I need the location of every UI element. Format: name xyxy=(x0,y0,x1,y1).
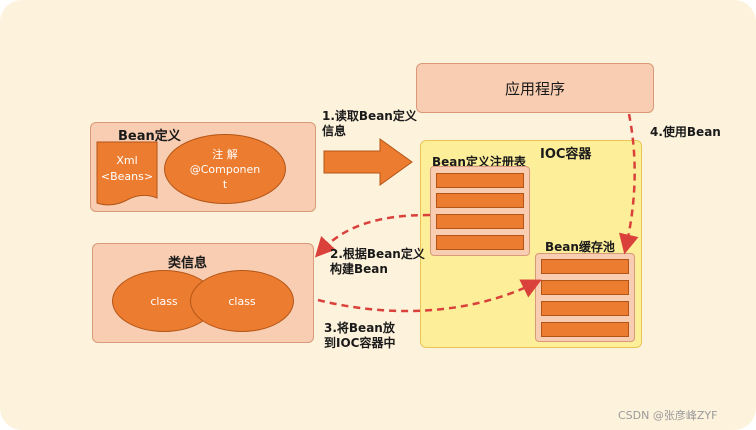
bean-pool-entry xyxy=(541,301,629,316)
step4-label: 4.使用Bean xyxy=(650,125,721,139)
step1-label: 1.读取Bean定义 信息 xyxy=(322,109,417,139)
annotation-line-3: t xyxy=(222,177,228,191)
class-left-label: class xyxy=(150,294,178,308)
xml-line-1: Xml xyxy=(116,154,138,167)
annotation-line-2: @Componen xyxy=(189,162,261,176)
registry-entry xyxy=(436,235,524,250)
class-ellipse-right: class xyxy=(190,270,294,332)
ioc-container-title: IOC容器 xyxy=(540,147,592,162)
step1-line-1: 1.读取Bean定义 xyxy=(322,109,417,123)
step3-line-1: 3.将Bean放 xyxy=(324,321,395,335)
application-title: 应用程序 xyxy=(504,79,565,98)
bean-definition-title: Bean定义 xyxy=(118,129,181,144)
application-box: 应用程序 xyxy=(416,63,654,113)
xml-line-2: <Beans> xyxy=(100,170,154,183)
bean-pool-entry xyxy=(541,322,629,337)
registry-title: Bean定义注册表 xyxy=(432,155,526,169)
bean-pool-entry xyxy=(541,259,629,274)
step2-label: 2.根据Bean定义 构建Bean xyxy=(330,247,425,277)
step2-line-2: 构建Bean xyxy=(330,262,388,276)
bean-pool-entry xyxy=(541,280,629,295)
step3-line-2: 到IOC容器中 xyxy=(324,336,396,350)
bean-pool-title: Bean缓存池 xyxy=(545,240,615,254)
step3-label: 3.将Bean放 到IOC容器中 xyxy=(324,321,395,351)
annotation-ellipse: 注 解 @Componen t xyxy=(164,134,286,204)
xml-document-text: Xml <Beans> xyxy=(97,150,157,188)
watermark: CSDN @张彦峰ZYF xyxy=(618,409,718,422)
class-info-title: 类信息 xyxy=(168,256,208,271)
class-right-label: class xyxy=(228,294,256,308)
registry-entry xyxy=(436,193,524,208)
registry-entry xyxy=(436,214,524,229)
registry-entry xyxy=(436,173,524,188)
step1-line-2: 信息 xyxy=(322,124,347,138)
step2-line-1: 2.根据Bean定义 xyxy=(330,247,425,261)
annotation-line-1: 注 解 xyxy=(212,147,238,161)
